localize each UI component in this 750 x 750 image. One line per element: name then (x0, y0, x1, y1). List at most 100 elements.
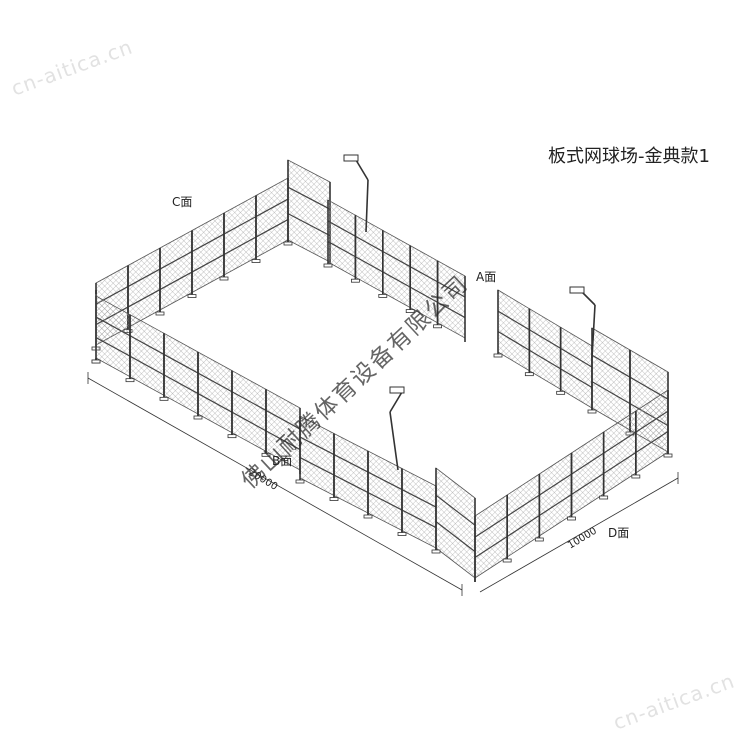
fence-panel (497, 289, 530, 372)
fence-rail (191, 254, 225, 273)
fence-rail (129, 355, 165, 376)
fence-rail (163, 374, 199, 395)
width-dimension-line (479, 477, 679, 593)
fence-foot (91, 359, 101, 364)
fence-foot (599, 495, 609, 500)
fence-panel (163, 332, 199, 415)
fence-rail (255, 219, 289, 238)
fence-rail (474, 515, 508, 538)
fence-rail (539, 494, 572, 517)
fence-rail (409, 266, 438, 283)
fence-rail (159, 271, 193, 291)
fence-rail (437, 281, 466, 298)
fence-rail (163, 353, 199, 374)
light-pole-right (569, 286, 596, 359)
fence-foot (350, 278, 360, 283)
fence-rail (635, 410, 669, 433)
fence-rail (506, 494, 540, 517)
fence-foot (524, 372, 534, 377)
fence-b-corner (431, 467, 476, 582)
fence-rail (603, 452, 637, 475)
fence-foot (534, 537, 544, 542)
light-pole-back (343, 154, 369, 233)
fence-rail (435, 494, 476, 526)
fence-rail (299, 436, 335, 456)
fence-rail (635, 431, 669, 454)
fence-a-right (493, 289, 593, 412)
fence-rail (529, 349, 561, 370)
fence-rail (265, 430, 301, 451)
fence-panel (191, 212, 225, 294)
fence-panel (333, 432, 369, 514)
fence-panel (287, 159, 331, 263)
fence-foot (219, 276, 229, 281)
face-d-label: D面 (608, 526, 630, 540)
fence-panel (401, 467, 437, 549)
pole-shaft (591, 304, 596, 359)
fence-rail (333, 474, 369, 494)
fence-panel (159, 229, 193, 311)
fence-panel (506, 473, 540, 558)
fence-rail (401, 509, 437, 529)
fence-panels (91, 159, 673, 582)
fence-rail (382, 271, 411, 288)
fence-panel (528, 307, 562, 391)
fence-rail (231, 391, 267, 411)
fence-rail (197, 372, 233, 393)
face-a-label: A面 (476, 270, 497, 284)
fence-rail (560, 368, 593, 389)
dimension-lines (87, 372, 679, 596)
fence-foot (155, 311, 165, 316)
fence-rail (127, 289, 161, 308)
fence-foot (493, 353, 503, 358)
fence-rail (333, 454, 369, 473)
fence-foot (125, 378, 135, 383)
fence-rail (265, 409, 301, 430)
fence-rail (159, 251, 193, 270)
fence-b-left (91, 295, 301, 474)
fence-rail (223, 216, 257, 235)
fence-rail (474, 536, 508, 559)
fence-rail (571, 473, 604, 496)
fence-rail (197, 393, 233, 413)
fence-d-side (474, 389, 673, 582)
fence-rail (529, 329, 561, 349)
fence-panel (435, 467, 476, 579)
fence-rail (95, 337, 131, 357)
fence-foot (261, 452, 271, 457)
fence-foot (227, 434, 237, 439)
fence-foot (587, 409, 597, 414)
fence-rail (497, 331, 530, 351)
light-poles (343, 154, 596, 471)
fence-rail (367, 492, 403, 511)
fence-foot (663, 453, 673, 458)
light-pole-front (389, 386, 405, 471)
fence-foot (295, 479, 305, 484)
fence-rail (506, 515, 540, 538)
fence-panel (560, 326, 593, 409)
fence-foot (556, 390, 566, 395)
fence-panel (129, 313, 165, 397)
fence-foot (363, 514, 373, 519)
fence-foot (378, 293, 388, 298)
pole-shaft (389, 411, 399, 471)
fence-rail (409, 286, 438, 303)
fence-left-edge (91, 290, 101, 364)
pole-shaft (365, 179, 369, 233)
fence-panel (231, 369, 267, 453)
fence-rail (355, 235, 384, 253)
fence-rail (560, 347, 593, 368)
fence-panel (223, 194, 257, 276)
fence-rail (571, 452, 604, 475)
fence-rail (401, 489, 437, 508)
fence-foot (159, 396, 169, 401)
fence-rail (539, 473, 572, 496)
fence-rail (367, 471, 403, 491)
fence-foot (405, 309, 415, 314)
length-dimension-line (87, 377, 463, 591)
fence-rail (603, 431, 637, 454)
fence-a-left (323, 199, 466, 342)
fence-foot (251, 259, 261, 263)
dimension-group (87, 372, 679, 596)
